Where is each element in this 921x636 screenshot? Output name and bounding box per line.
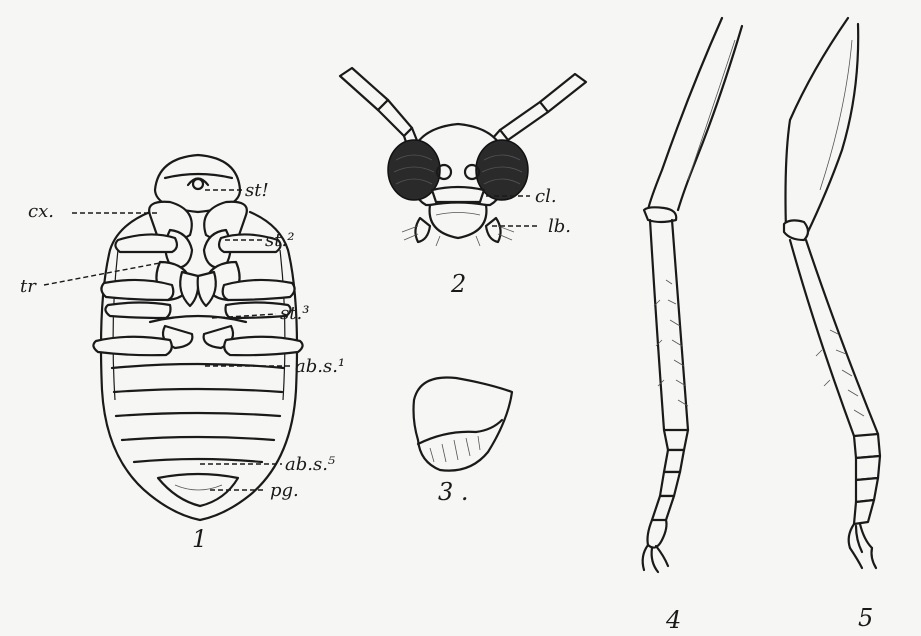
label-st3: st.³	[280, 303, 309, 324]
figure-number-2: 2	[450, 270, 466, 298]
figure-number-4: 4	[665, 606, 681, 634]
label-lb: lb.	[548, 216, 571, 237]
label-tr: tr	[20, 276, 37, 297]
figure-3-mandible	[414, 377, 513, 470]
figure-number-3: 3 .	[438, 478, 469, 506]
label-abs1: ab.s.¹	[295, 356, 345, 377]
figure-number-5: 5	[858, 604, 873, 632]
label-cx: cx.	[28, 201, 54, 222]
label-st1: st!	[245, 180, 269, 201]
label-pg: pg.	[270, 480, 299, 501]
label-abs5: ab.s.⁵	[285, 454, 335, 475]
figure-5-leg	[784, 18, 880, 568]
figure-number-1: 1	[192, 525, 207, 553]
label-st2: st.²	[265, 230, 294, 251]
label-cl: cl.	[535, 186, 557, 207]
figure-4-leg	[643, 18, 742, 572]
figure-1-insect-ventral-view	[93, 155, 302, 520]
